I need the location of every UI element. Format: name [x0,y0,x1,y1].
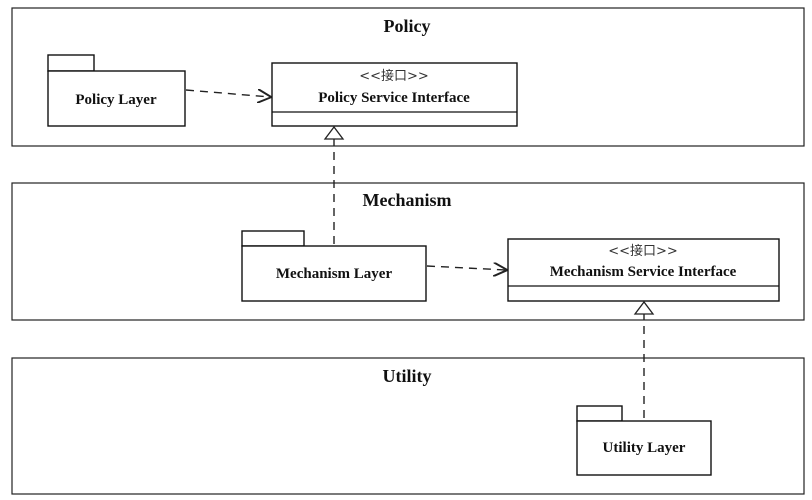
mechanism-interface-stereotype: <<接口>> [608,243,678,259]
policy-layer-label: Policy Layer [75,92,157,108]
mechanism-layer-label: Mechanism Layer [276,266,393,282]
mechanism-interface-name: Mechanism Service Interface [550,264,737,280]
mechanism-service-interface: <<接口>> Mechanism Service Interface [507,238,780,302]
package-body [47,70,186,127]
mechanism-realization-triangle [633,300,655,315]
policy-dependency-arrow [185,90,270,97]
interface-box [271,62,518,127]
package-tab [576,405,623,422]
interface-box [507,238,780,302]
policy-layer-package: Policy Layer [47,54,186,127]
package-body [241,245,427,302]
policy-layer-title: Policy [384,16,431,36]
package-tab [241,230,305,247]
policy-interface-name: Policy Service Interface [318,90,470,106]
policy-realization-triangle [323,125,345,140]
mechanism-layer-title: Mechanism [363,190,452,210]
utility-layer-package: Utility Layer [576,405,712,476]
mechanism-layer-package: Mechanism Layer [241,230,427,302]
utility-layer-label: Utility Layer [603,440,686,456]
package-tab [47,54,95,72]
package-body [576,420,712,476]
utility-layer-title: Utility [383,366,432,386]
policy-service-interface: <<接口>> Policy Service Interface [271,62,518,127]
policy-interface-stereotype: <<接口>> [359,68,429,84]
